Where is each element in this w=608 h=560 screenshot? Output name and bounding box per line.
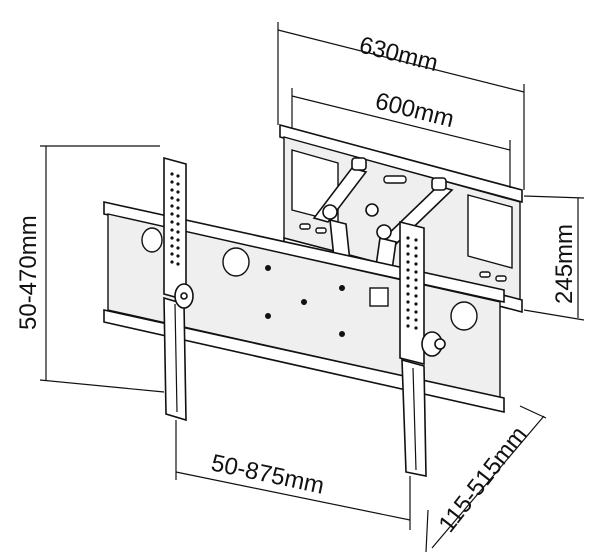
dim-label-630: 630mm <box>357 32 441 78</box>
dim-label-50-875: 50-875mm <box>209 449 327 499</box>
wall-plate-window-right <box>467 194 513 269</box>
dimension-50-470 <box>39 145 165 393</box>
tv-bracket-left <box>163 156 194 422</box>
bracket-left-holes <box>170 172 180 266</box>
dim-label-115-515: 115-515mm <box>433 422 532 538</box>
dim-label-50-470: 50-470mm <box>15 215 42 330</box>
dimension-115-515 <box>425 405 547 553</box>
bracket-right-holes <box>406 236 418 330</box>
dimension-600 <box>291 88 511 188</box>
dimension-630 <box>277 22 525 190</box>
dimension-245 <box>523 195 585 321</box>
tv-bracket-right <box>399 220 446 477</box>
dimension-50-875 <box>175 420 411 530</box>
dim-label-245: 245mm <box>551 224 578 304</box>
